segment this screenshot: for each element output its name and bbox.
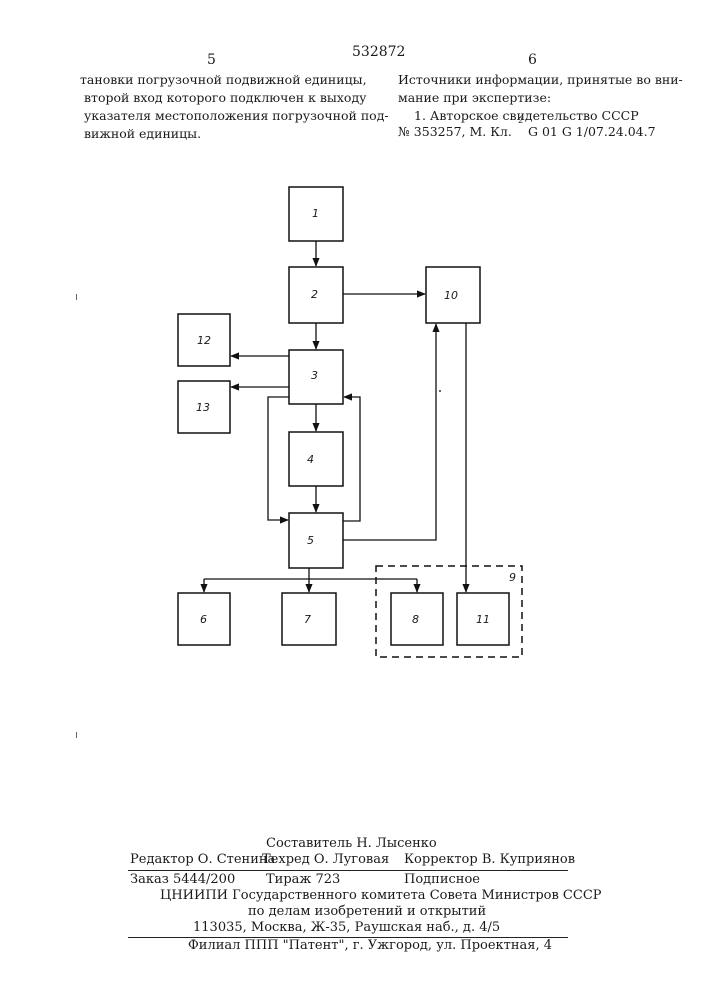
scan-dot	[439, 390, 441, 392]
techred-line: Техред О. Луговая	[262, 852, 389, 867]
block-12-label: 12	[197, 334, 211, 347]
circulation-line: Тираж 723	[266, 872, 340, 887]
address-line: 113035, Москва, Ж-35, Раушская наб., д. …	[193, 920, 500, 935]
arrow-5-to-3-loop	[343, 397, 360, 521]
corrector-line: Корректор В. Куприянов	[404, 852, 575, 867]
block-9-group	[376, 566, 522, 657]
block-4	[289, 432, 343, 486]
branch-line: Филиал ППП "Патент", г. Ужгород, ул. Про…	[188, 938, 552, 953]
block-13-label: 13	[196, 401, 210, 414]
editor-line: Редактор О. Стенина	[130, 852, 275, 867]
block-7-label: 7	[304, 613, 311, 626]
arrow-5-to-10	[343, 324, 436, 540]
block-10-label: 10	[444, 289, 458, 302]
block-9-label: 9	[509, 571, 516, 584]
arrow-3-to-5-loop	[268, 397, 289, 520]
block-5	[289, 513, 343, 568]
order-line: Заказ 5444/200	[130, 872, 235, 887]
block-5-label: 5	[307, 534, 314, 547]
block-4-label: 4	[307, 453, 314, 466]
block-8-label: 8	[412, 613, 419, 626]
block-6-label: 6	[200, 613, 207, 626]
block-1-label: 1	[312, 207, 319, 220]
block-3-label: 3	[311, 369, 318, 382]
block-2-label: 2	[311, 288, 318, 301]
organization-line-1: ЦНИИПИ Государственного комитета Совета …	[160, 888, 602, 903]
block-11-label: 11	[476, 613, 490, 626]
footer-rule-top	[128, 870, 568, 871]
composer-line: Составитель Н. Лысенко	[266, 836, 437, 851]
organization-line-2: по делам изобретений и открытий	[248, 904, 486, 919]
subscription-line: Подписное	[404, 872, 480, 887]
